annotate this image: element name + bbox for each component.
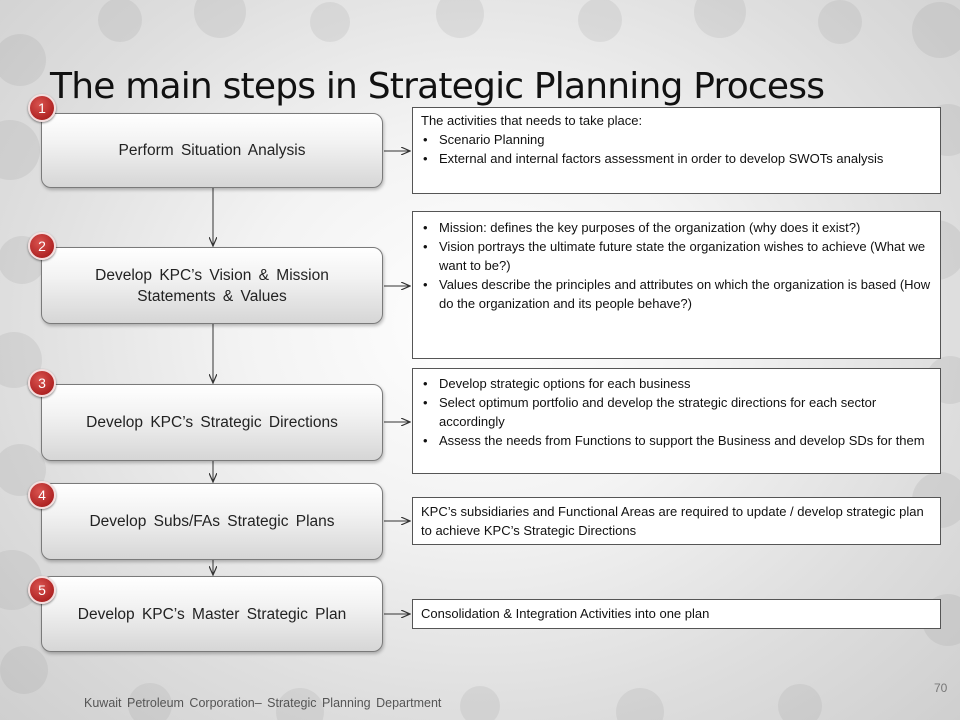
step-5-box: Develop KPC’s Master Strategic Plan bbox=[41, 576, 383, 652]
step-5-description: Consolidation & Integration Activities i… bbox=[412, 599, 941, 629]
step-1-box: Perform Situation Analysis bbox=[41, 113, 383, 188]
page-title: The main steps in Strategic Planning Pro… bbox=[50, 66, 825, 107]
step-4-label: Develop Subs/FAs Strategic Plans bbox=[89, 513, 335, 530]
step-3-badge: 3 bbox=[28, 369, 56, 397]
list-item: Vision portrays the ultimate future stat… bbox=[423, 237, 932, 275]
page-number: 70 bbox=[934, 681, 948, 695]
step-2-badge: 2 bbox=[28, 232, 56, 260]
step-1-intro: The activities that needs to take place: bbox=[421, 113, 643, 128]
list-item: External and internal factors assessment… bbox=[423, 149, 932, 168]
step-3-box: Develop KPC’s Strategic Directions bbox=[41, 384, 383, 461]
list-item: Select optimum portfolio and develop the… bbox=[423, 393, 932, 431]
footer-text: Kuwait Petroleum Corporation– Strategic … bbox=[84, 696, 442, 710]
list-item: Mission: defines the key purposes of the… bbox=[423, 218, 932, 237]
step-5-text: Consolidation & Integration Activities i… bbox=[421, 606, 710, 621]
step-1-badge: 1 bbox=[28, 94, 56, 122]
step-2-box: Develop KPC’s Vision & Mission Statement… bbox=[41, 247, 383, 324]
step-4-description: KPC’s subsidiaries and Functional Areas … bbox=[412, 497, 941, 545]
list-item: Scenario Planning bbox=[423, 130, 932, 149]
list-item: Assess the needs from Functions to suppo… bbox=[423, 431, 932, 450]
step-5-badge: 5 bbox=[28, 576, 56, 604]
step-3-description: Develop strategic options for each busin… bbox=[412, 368, 941, 474]
step-4-text: KPC’s subsidiaries and Functional Areas … bbox=[421, 504, 924, 538]
step-4-box: Develop Subs/FAs Strategic Plans bbox=[41, 483, 383, 560]
step-1-description: The activities that needs to take place:… bbox=[412, 107, 941, 194]
step-2-description: Mission: defines the key purposes of the… bbox=[412, 211, 941, 359]
list-item: Values describe the principles and attri… bbox=[423, 275, 932, 313]
step-3-label: Develop KPC’s Strategic Directions bbox=[86, 414, 338, 431]
list-item: Develop strategic options for each busin… bbox=[423, 374, 932, 393]
step-2-label: Develop KPC’s Vision & Mission Statement… bbox=[95, 266, 329, 305]
step-5-label: Develop KPC’s Master Strategic Plan bbox=[77, 605, 347, 623]
step-1-label: Perform Situation Analysis bbox=[118, 142, 306, 159]
step-4-badge: 4 bbox=[28, 481, 56, 509]
